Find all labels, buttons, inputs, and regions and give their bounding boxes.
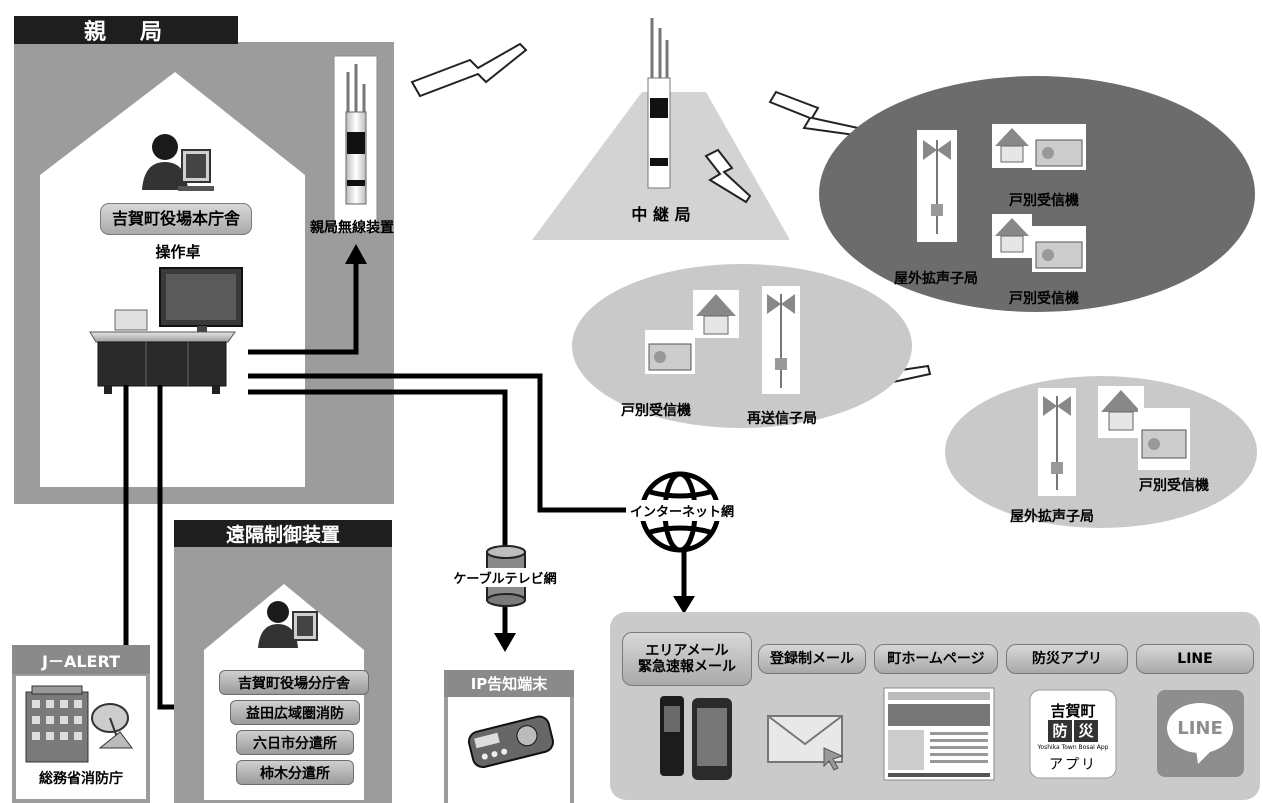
speaker-pole-3 — [1038, 388, 1076, 496]
jalert-header: J－ALERT — [12, 645, 150, 674]
radio-links — [410, 42, 932, 386]
operator-figure — [142, 134, 214, 191]
home-receiver-label-1: 戸別受信機 — [1009, 193, 1079, 209]
app-icon-caption: アプリ — [1049, 757, 1097, 773]
remote-site-kakinoki: 柿木分遣所 — [236, 760, 354, 785]
outdoor-speaker-label-2: 屋外拡声子局 — [1010, 509, 1094, 525]
remote-site-fire-dept: 益田広域圏消防 — [230, 700, 360, 725]
app-icon-subtitle: Yoshika Town Bosai App — [1037, 744, 1109, 751]
ip-terminal-header: IP告知端末 — [444, 670, 574, 697]
parent-radio-label: 親局無線装置 — [310, 220, 394, 236]
house-receiver-2 — [992, 214, 1086, 272]
line-logo-text: LINE — [1177, 718, 1223, 739]
fdma-label: 総務省消防庁 — [39, 771, 123, 787]
outdoor-speaker-label-1: 屋外拡声子局 — [894, 271, 978, 287]
home-receiver-label-3: 戸別受信機 — [621, 403, 691, 419]
app-icon-title: 吉賀町 — [1050, 702, 1096, 720]
service-registered-mail: 登録制メール — [758, 644, 866, 674]
house-receiver-3 — [645, 290, 739, 374]
service-area-mail: エリアメール 緊急速報メール — [622, 632, 752, 686]
house-receiver-4 — [1098, 386, 1190, 470]
speaker-pole-1 — [917, 130, 957, 242]
retransmit-label: 再送信子局 — [747, 411, 817, 427]
service-line: LINE — [1136, 644, 1254, 674]
line-bubble-icon — [1167, 703, 1233, 753]
speaker-pole-2 — [762, 286, 800, 394]
remote-site-branch-office: 吉賀町役場分庁舎 — [219, 670, 369, 695]
relay-station — [532, 18, 790, 240]
town-hall-label: 吉賀町役場本庁舎 — [100, 203, 252, 235]
parent-radio-tower — [333, 55, 378, 233]
homepage-thumbnail — [883, 687, 995, 781]
area-ellipse-2 — [572, 264, 912, 428]
app-icon-bosai: 防 災 — [1045, 720, 1101, 742]
house-receiver-1 — [992, 124, 1086, 170]
console-label: 操作卓 — [155, 243, 201, 261]
home-receiver-label-4: 戸別受信機 — [1139, 478, 1209, 494]
internet-label: インターネット網 — [626, 500, 738, 521]
relay-station-label: 中 継 局 — [631, 205, 691, 224]
ip-terminal-device — [467, 715, 554, 769]
app-icon-char-1: 防 — [1048, 720, 1072, 742]
remote-operator-figure — [258, 601, 318, 648]
envelope-icon — [767, 715, 844, 771]
remote-control-header: 遠隔制御装置 — [174, 520, 392, 547]
app-icon-frame — [1029, 689, 1117, 779]
console-desk — [89, 267, 243, 394]
cable-tv-label: ケーブルテレビ網 — [446, 568, 564, 587]
service-bosai-app: 防災アプリ — [1006, 644, 1128, 674]
satellite-dish-icon — [91, 703, 133, 749]
parent-station-header: 親 局 — [14, 16, 238, 45]
home-receiver-label-2: 戸別受信機 — [1009, 291, 1079, 307]
phone-icons — [660, 696, 732, 780]
remote-site-muikaichi: 六日市分遣所 — [236, 730, 354, 755]
fdma-building — [25, 685, 89, 763]
arrowheads — [345, 244, 695, 652]
app-icon-char-2: 災 — [1074, 720, 1098, 742]
service-homepage: 町ホームページ — [874, 644, 998, 674]
